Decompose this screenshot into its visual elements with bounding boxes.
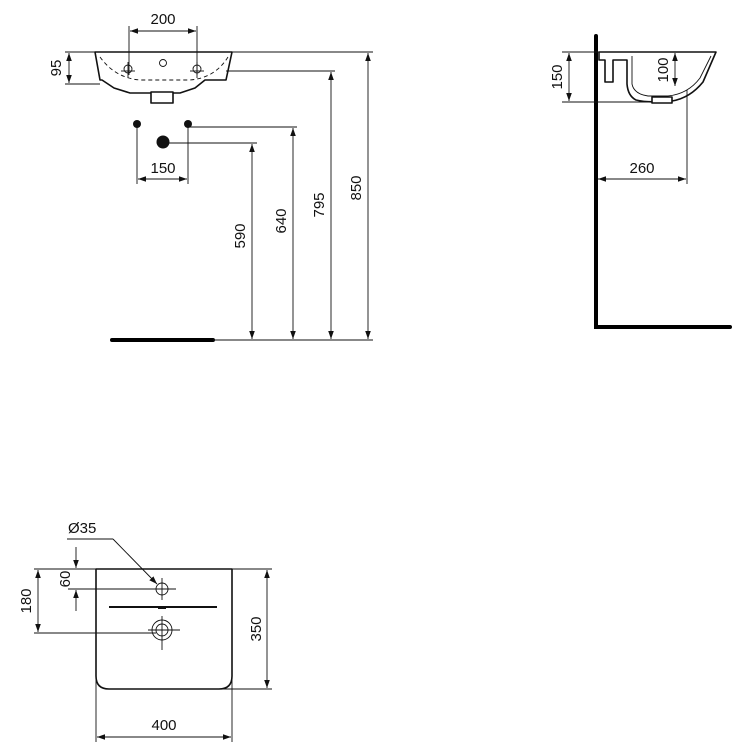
- dim-tap-hole-diameter: Ø35: [68, 520, 96, 537]
- dim-supply-height: 640: [273, 208, 290, 233]
- dim-tap-hole-offset: 60: [57, 571, 74, 588]
- dim-bowl-depth: 100: [655, 57, 672, 82]
- dim-overall-depth: 150: [549, 64, 566, 89]
- dim-waste-height: 590: [232, 223, 249, 248]
- dim-basin-bottom-height: 795: [311, 192, 328, 217]
- dim-tap-spacing: 200: [150, 11, 175, 28]
- basin-side-section: [598, 51, 717, 103]
- dim-width: 400: [151, 717, 176, 734]
- waste-top: [148, 616, 180, 650]
- basin-top-outline: [95, 568, 233, 690]
- dim-waste-offset: 180: [18, 588, 35, 613]
- dim-basin-height: 95: [48, 60, 65, 77]
- top-view: Ø35 60 180 350 400: [18, 520, 272, 742]
- front-view: 200 95 150 590 640 795 850: [48, 11, 373, 342]
- waste-point: [156, 135, 170, 149]
- wall-and-floor: [594, 34, 732, 329]
- waste-outlet: [150, 91, 174, 104]
- side-view: 150 100 260: [549, 34, 732, 329]
- tap-hole-left: [121, 62, 135, 78]
- waste-outlet-side: [651, 96, 673, 104]
- dim-projection: 260: [629, 160, 654, 177]
- dim-supply-spacing: 150: [150, 160, 175, 177]
- dim-rim-height: 850: [348, 175, 365, 200]
- overflow-hole: [159, 59, 167, 67]
- dim-depth: 350: [248, 616, 265, 641]
